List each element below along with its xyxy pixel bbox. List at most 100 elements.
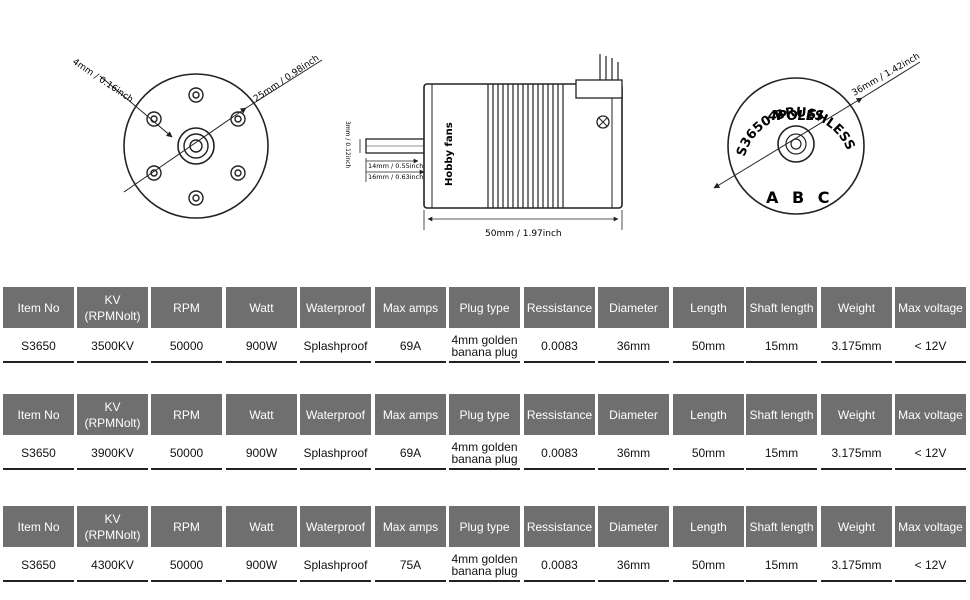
header-cell: Item No bbox=[3, 287, 74, 328]
header-cell: Weight bbox=[821, 287, 892, 328]
value-label: 900W bbox=[245, 557, 278, 572]
value-cell: 69A bbox=[375, 437, 446, 470]
value-label: 900W bbox=[245, 338, 278, 353]
value-cell: < 12V bbox=[895, 330, 966, 363]
value-label: Splashproof bbox=[303, 445, 368, 460]
header-label: RPM bbox=[173, 519, 200, 534]
header-cell: Watt bbox=[226, 394, 297, 435]
header-label: (RPMNolt) bbox=[84, 415, 141, 430]
header-cell: Length bbox=[673, 506, 744, 547]
value-cell: 50000 bbox=[151, 437, 222, 470]
value-cell: 0.0083 bbox=[524, 330, 595, 363]
header-label: Item No bbox=[17, 519, 60, 534]
motor-drawings: 4mm / 0.16inch 25mm / 0.98inch Hobby fan… bbox=[0, 0, 922, 239]
value-label: S3650 bbox=[21, 338, 56, 353]
value-cell: 50mm bbox=[673, 549, 744, 582]
header-cell: Ressistance bbox=[524, 394, 595, 435]
header-label: Ressistance bbox=[526, 300, 593, 315]
value-label: 36mm bbox=[616, 445, 651, 460]
header-label: Diameter bbox=[609, 519, 658, 534]
value-cell: 50000 bbox=[151, 549, 222, 582]
header-label: Watt bbox=[249, 519, 274, 534]
header-cell: Shaft length bbox=[746, 506, 817, 547]
value-label: 4300KV bbox=[91, 557, 134, 572]
header-label: Weight bbox=[837, 407, 876, 422]
value-label: banana plug bbox=[451, 344, 518, 359]
value-cell: Splashproof bbox=[300, 330, 371, 363]
value-label: 900W bbox=[245, 445, 278, 460]
header-cell: KV(RPMNolt) bbox=[77, 506, 148, 547]
value-label: 3.175mm bbox=[831, 445, 882, 460]
header-cell: Max amps bbox=[375, 506, 446, 547]
header-label: Length bbox=[690, 300, 727, 315]
header-label: Max voltage bbox=[898, 300, 963, 315]
header-cell: RPM bbox=[151, 506, 222, 547]
value-cell: 3500KV bbox=[77, 330, 148, 363]
value-label: 69A bbox=[399, 445, 422, 460]
value-label: S3650 bbox=[21, 445, 56, 460]
header-cell: Weight bbox=[821, 394, 892, 435]
header-cell: Diameter bbox=[598, 394, 669, 435]
value-label: 15mm bbox=[764, 557, 799, 572]
header-label: RPM bbox=[173, 407, 200, 422]
header-cell: Shaft length bbox=[746, 287, 817, 328]
value-label: 3.175mm bbox=[831, 557, 882, 572]
header-cell: RPM bbox=[151, 287, 222, 328]
cooling-fins bbox=[487, 84, 564, 208]
header-cell: Max amps bbox=[375, 287, 446, 328]
header-label: Weight bbox=[837, 300, 876, 315]
header-label: Max voltage bbox=[898, 519, 963, 534]
value-label: 0.0083 bbox=[541, 338, 578, 353]
front-dim-small: 4mm / 0.16inch bbox=[70, 57, 134, 105]
header-cell: Ressistance bbox=[524, 287, 595, 328]
value-label: 3500KV bbox=[91, 338, 134, 353]
header-label: Plug type bbox=[459, 300, 510, 315]
value-cell: 75A bbox=[375, 549, 446, 582]
header-label: RPM bbox=[173, 300, 200, 315]
header-cell: Length bbox=[673, 394, 744, 435]
header-cell: Ressistance bbox=[524, 506, 595, 547]
header-cell: Watt bbox=[226, 506, 297, 547]
header-label: Waterproof bbox=[306, 519, 365, 534]
side-dim-14: 14mm / 0.55inch bbox=[368, 162, 423, 170]
value-cell: Splashproof bbox=[300, 437, 371, 470]
value-label: 50mm bbox=[691, 445, 726, 460]
header-cell: Plug type bbox=[449, 394, 520, 435]
header-label: Max amps bbox=[382, 519, 439, 534]
side-dim-16: 16mm / 0.63inch bbox=[368, 173, 423, 181]
header-label: Shaft length bbox=[749, 407, 814, 422]
value-cell: 50mm bbox=[673, 437, 744, 470]
value-label: 50000 bbox=[169, 445, 204, 460]
value-cell: 3900KV bbox=[77, 437, 148, 470]
header-label: Ressistance bbox=[526, 519, 593, 534]
header-label: Shaft length bbox=[749, 519, 814, 534]
value-cell: Splashproof bbox=[300, 549, 371, 582]
value-label: Splashproof bbox=[303, 338, 368, 353]
hobbyfans-logo: Hobby fans bbox=[444, 122, 455, 186]
value-cell: 69A bbox=[375, 330, 446, 363]
value-label: 3900KV bbox=[91, 445, 134, 460]
header-label: Waterproof bbox=[306, 407, 365, 422]
side-view: Hobby fans 3mm / 0.12inch 14mm / 0.55inc… bbox=[344, 54, 623, 239]
value-cell: 36mm bbox=[598, 437, 669, 470]
value-cell: 0.0083 bbox=[524, 437, 595, 470]
value-cell: S3650 bbox=[3, 549, 74, 582]
header-cell: Waterproof bbox=[300, 394, 371, 435]
header-label: Item No bbox=[17, 300, 60, 315]
value-cell: 900W bbox=[226, 330, 297, 363]
header-cell: KV(RPMNolt) bbox=[77, 287, 148, 328]
header-cell: Waterproof bbox=[300, 506, 371, 547]
value-label: 15mm bbox=[764, 338, 799, 353]
header-label: Length bbox=[690, 519, 727, 534]
value-label: Splashproof bbox=[303, 557, 368, 572]
value-cell: 3.175mm bbox=[821, 437, 892, 470]
value-cell: 15mm bbox=[746, 330, 817, 363]
side-dim-shaft-dia: 3mm / 0.12inch bbox=[344, 121, 351, 168]
header-label: Watt bbox=[249, 300, 274, 315]
value-label: 50000 bbox=[169, 338, 204, 353]
side-dim-length: 50mm / 1.97inch bbox=[485, 229, 562, 239]
value-label: 0.0083 bbox=[541, 445, 578, 460]
header-label: Weight bbox=[837, 519, 876, 534]
